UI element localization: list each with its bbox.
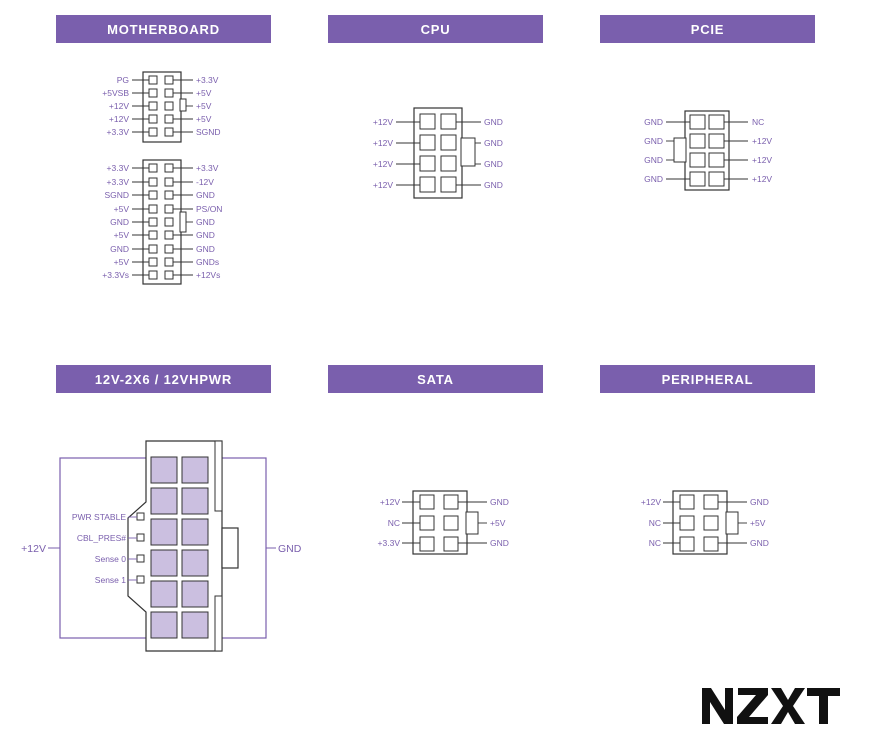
pcie-header: PCIE: [600, 15, 815, 43]
mb-top-left-5: +3.3V: [107, 127, 130, 137]
cpu-left-2: +12V: [373, 138, 393, 148]
sata-header: SATA: [328, 365, 543, 393]
sata-right-2: +5V: [490, 518, 506, 528]
cpu-right-1: GND: [484, 117, 503, 127]
motherboard-top-right-labels: +3.3V +5V +5V +5V SGND: [196, 75, 221, 137]
hpwr-sense-4: Sense 1: [95, 575, 126, 585]
mb-bot-right-2: -12V: [196, 177, 214, 187]
pcie-left-4: GND: [644, 174, 663, 184]
hpwr-right-main-label: GND: [278, 543, 302, 555]
motherboard-header: MOTHERBOARD: [56, 15, 271, 43]
mb-bot-left-7: GND: [110, 244, 129, 254]
hpwr-header: 12V-2X6 / 12VHPWR: [56, 365, 271, 393]
mb-top-right-2: +5V: [196, 88, 212, 98]
cpu-left-4: +12V: [373, 180, 393, 190]
cpu-right-2: GND: [484, 138, 503, 148]
mb-top-right-1: +3.3V: [196, 75, 219, 85]
nzxt-logo: [702, 688, 840, 724]
peripheral-right-3: GND: [750, 538, 769, 548]
mb-bot-right-6: GND: [196, 230, 215, 240]
mb-bot-left-2: +3.3V: [107, 177, 130, 187]
peripheral-left-3: NC: [649, 538, 661, 548]
sata-right-labels: GND +5V GND: [490, 497, 509, 548]
sata-right-3: GND: [490, 538, 509, 548]
mb-bot-right-1: +3.3V: [196, 163, 219, 173]
sata-left-3: +3.3V: [378, 538, 401, 548]
cpu-left-1: +12V: [373, 117, 393, 127]
sata-connector: [402, 490, 487, 555]
mb-bot-right-9: +12Vs: [196, 270, 220, 280]
mb-top-right-3: +5V: [196, 101, 212, 111]
cpu-left-labels: +12V +12V +12V +12V: [373, 117, 393, 190]
pcie-connector: [666, 110, 748, 191]
hpwr-connector: [48, 440, 276, 652]
motherboard-connector-top: [132, 71, 193, 143]
mb-top-right-4: +5V: [196, 114, 212, 124]
mb-bot-left-3: SGND: [104, 190, 129, 200]
hpwr-sense-2: CBL_PRES#: [77, 533, 126, 543]
mb-bot-right-5: GND: [196, 217, 215, 227]
peripheral-right-2: +5V: [750, 518, 766, 528]
hpwr-sense-labels: PWR STABLE CBL_PRES# Sense 0 Sense 1: [72, 512, 126, 585]
pcie-right-labels: NC +12V +12V +12V: [752, 117, 772, 184]
peripheral-left-1: +12V: [641, 497, 661, 507]
cpu-connector: [396, 107, 481, 199]
hpwr-sense-1: PWR STABLE: [72, 512, 126, 522]
mb-bot-right-7: GND: [196, 244, 215, 254]
pcie-left-labels: GND GND GND GND: [644, 117, 663, 184]
motherboard-bottom-left-labels: +3.3V +3.3V SGND +5V GND +5V GND +5V +3.…: [102, 163, 129, 280]
mb-top-right-5: SGND: [196, 127, 221, 137]
pcie-right-4: +12V: [752, 174, 772, 184]
pcie-right-3: +12V: [752, 155, 772, 165]
motherboard-bottom-right-labels: +3.3V -12V GND PS/ON GND GND GND GNDs +1…: [196, 163, 222, 280]
peripheral-left-2: NC: [649, 518, 661, 528]
cpu-header: CPU: [328, 15, 543, 43]
mb-top-left-2: +5VSB: [102, 88, 129, 98]
cpu-right-4: GND: [484, 180, 503, 190]
sata-left-labels: +12V NC +3.3V: [378, 497, 401, 548]
mb-bot-left-6: +5V: [114, 230, 130, 240]
mb-bot-right-3: GND: [196, 190, 215, 200]
hpwr-left-main-label: +12V: [21, 543, 46, 555]
cpu-right-labels: GND GND GND GND: [484, 117, 503, 190]
pcie-right-2: +12V: [752, 136, 772, 146]
motherboard-top-left-labels: PG +5VSB +12V +12V +3.3V: [102, 75, 129, 137]
mb-bot-left-1: +3.3V: [107, 163, 130, 173]
pcie-left-2: GND: [644, 136, 663, 146]
sata-left-2: NC: [388, 518, 400, 528]
peripheral-right-labels: GND +5V GND: [750, 497, 769, 548]
pcie-left-1: GND: [644, 117, 663, 127]
hpwr-sense-3: Sense 0: [95, 554, 126, 564]
mb-top-left-3: +12V: [109, 101, 129, 111]
mb-bot-left-8: +5V: [114, 257, 130, 267]
cpu-right-3: GND: [484, 159, 503, 169]
mb-bot-left-4: +5V: [114, 204, 130, 214]
sata-left-1: +12V: [380, 497, 400, 507]
mb-bot-left-5: GND: [110, 217, 129, 227]
pcie-right-1: NC: [752, 117, 764, 127]
mb-bot-right-4: PS/ON: [196, 204, 222, 214]
mb-top-left-1: PG: [117, 75, 129, 85]
mb-top-left-4: +12V: [109, 114, 129, 124]
peripheral-right-1: GND: [750, 497, 769, 507]
peripheral-left-labels: +12V NC NC: [641, 497, 661, 548]
mb-bot-left-9: +3.3Vs: [102, 270, 129, 280]
pcie-left-3: GND: [644, 155, 663, 165]
peripheral-header: PERIPHERAL: [600, 365, 815, 393]
motherboard-connector-bottom: [132, 159, 193, 285]
peripheral-connector: [663, 490, 747, 555]
sata-right-1: GND: [490, 497, 509, 507]
cpu-left-3: +12V: [373, 159, 393, 169]
mb-bot-right-8: GNDs: [196, 257, 219, 267]
